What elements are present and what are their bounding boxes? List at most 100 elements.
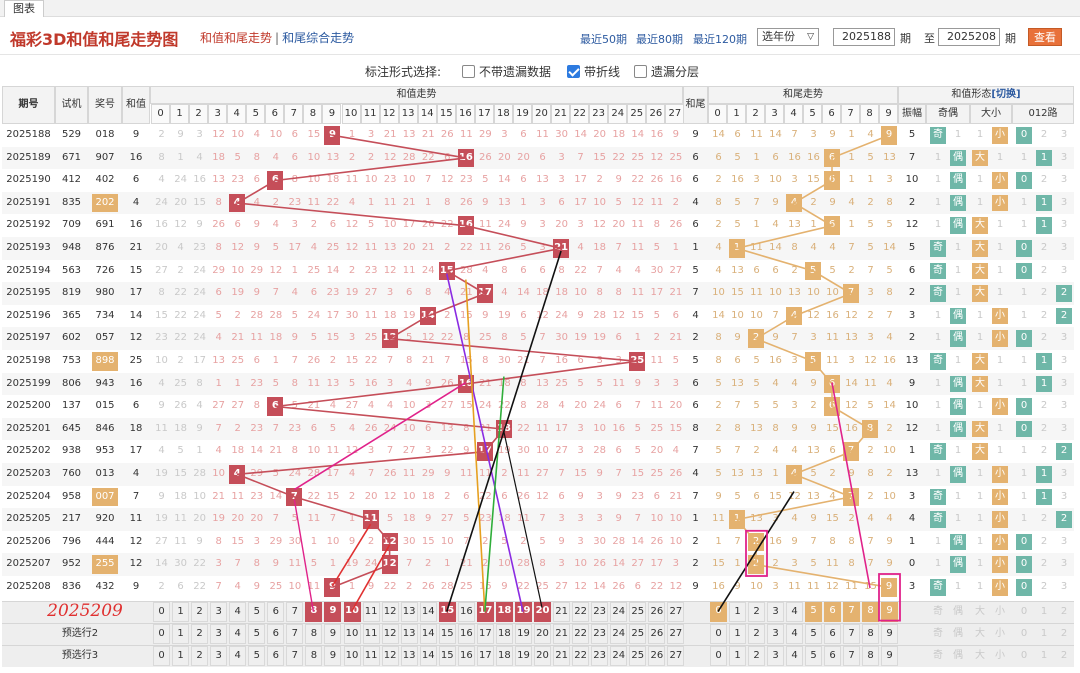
- pred-tail-box[interactable]: 3: [767, 645, 784, 666]
- pred-sum-box[interactable]: 16: [457, 645, 475, 666]
- pred-sum-box[interactable]: 20: [534, 623, 552, 644]
- pred-sum-box[interactable]: 18: [495, 645, 513, 666]
- pred-form-cell[interactable]: 1: [1040, 605, 1048, 617]
- checkbox-no-miss[interactable]: [462, 65, 475, 78]
- pred-form-cell[interactable]: 偶: [953, 627, 963, 639]
- pred-form-cell[interactable]: 1: [1040, 649, 1048, 661]
- pred-sum-box[interactable]: 7: [286, 623, 304, 644]
- pred-tail-marked[interactable]: 0: [710, 601, 727, 622]
- pred-sum-box[interactable]: 21: [553, 601, 571, 622]
- pred-form-cell[interactable]: 小: [995, 605, 1005, 617]
- pred-tail-box[interactable]: 2: [748, 645, 765, 666]
- pred-sum-box[interactable]: 0: [153, 601, 171, 622]
- pred-sum-box[interactable]: 16: [457, 623, 475, 644]
- pred-tail-marked[interactable]: 6: [824, 601, 841, 622]
- pred-form-cell[interactable]: 大: [975, 627, 985, 639]
- pred-form-cell[interactable]: 0: [1020, 605, 1028, 617]
- pred-tail-box[interactable]: 3: [767, 623, 784, 644]
- pred-sum-box[interactable]: 11: [362, 645, 380, 666]
- pred-sum-box[interactable]: 22: [572, 645, 590, 666]
- pred-tail-box[interactable]: 6: [824, 623, 841, 644]
- pred-tail-box[interactable]: 1: [729, 623, 746, 644]
- pred-tail-box[interactable]: 1: [729, 601, 746, 622]
- pred-form-cell[interactable]: 小: [995, 649, 1005, 661]
- pred-tail-box[interactable]: 8: [862, 645, 879, 666]
- pred-sum-marked[interactable]: 15: [438, 601, 456, 622]
- pred-tail-box[interactable]: 6: [824, 645, 841, 666]
- pred-sum-box[interactable]: 10: [343, 623, 361, 644]
- pred-tail-box[interactable]: 2: [748, 623, 765, 644]
- pred-sum-box[interactable]: 15: [438, 645, 456, 666]
- pred-form-cell[interactable]: 大: [975, 605, 985, 617]
- pred-form-cell[interactable]: 奇: [933, 649, 943, 661]
- option-no-miss[interactable]: 不带遗漏数据: [462, 63, 551, 80]
- pred-form-cell[interactable]: 偶: [953, 649, 963, 661]
- pred-tail-marked[interactable]: 5: [805, 601, 822, 622]
- pred-sum-box[interactable]: 26: [648, 601, 666, 622]
- pred-sum-box[interactable]: 0: [153, 623, 171, 644]
- pred-sum-box[interactable]: 20: [534, 645, 552, 666]
- pred-tail-box[interactable]: 9: [881, 645, 898, 666]
- pred-tail-marked[interactable]: 7: [843, 601, 860, 622]
- pred-sum-box[interactable]: 16: [457, 601, 475, 622]
- pred-sum-box[interactable]: 19: [514, 623, 532, 644]
- year-select[interactable]: 选年份▽: [757, 28, 819, 46]
- pred-sum-box[interactable]: 13: [400, 645, 418, 666]
- query-button[interactable]: 查看: [1028, 28, 1062, 46]
- pred-sum-box[interactable]: 4: [229, 623, 247, 644]
- pred-tail-box[interactable]: 7: [843, 623, 860, 644]
- pred-form-cell[interactable]: 偶: [953, 605, 963, 617]
- pred-sum-box[interactable]: 7: [286, 601, 304, 622]
- option-miss-layer[interactable]: 遗漏分层: [634, 63, 699, 80]
- pred-sum-marked[interactable]: 19: [514, 601, 532, 622]
- pred-form-cell[interactable]: 0: [1020, 627, 1028, 639]
- pred-sum-box[interactable]: 24: [610, 623, 628, 644]
- pred-sum-box[interactable]: 14: [419, 623, 437, 644]
- pred-sum-box[interactable]: 23: [591, 623, 609, 644]
- pred-sum-box[interactable]: 25: [629, 623, 647, 644]
- pred-sum-box[interactable]: 12: [381, 645, 399, 666]
- pred-sum-box[interactable]: 9: [324, 623, 342, 644]
- pred-sum-box[interactable]: 23: [591, 601, 609, 622]
- checkbox-miss-layer[interactable]: [634, 65, 647, 78]
- pred-sum-box[interactable]: 22: [572, 623, 590, 644]
- pred-form-cell[interactable]: 2: [1060, 649, 1068, 661]
- pred-sum-marked[interactable]: 10: [343, 601, 361, 622]
- pred-sum-box[interactable]: 1: [172, 623, 190, 644]
- pred-sum-box[interactable]: 14: [419, 645, 437, 666]
- pred-sum-marked[interactable]: 8: [305, 601, 323, 622]
- option-with-line[interactable]: 带折线: [567, 63, 620, 80]
- pred-sum-box[interactable]: 12: [381, 601, 399, 622]
- pred-sum-box[interactable]: 5: [248, 601, 266, 622]
- pred-sum-box[interactable]: 24: [610, 601, 628, 622]
- pred-form-cell[interactable]: 奇: [933, 627, 943, 639]
- pred-sum-box[interactable]: 6: [267, 645, 285, 666]
- pred-sum-marked[interactable]: 17: [476, 601, 494, 622]
- pred-sum-box[interactable]: 12: [381, 623, 399, 644]
- pred-sum-box[interactable]: 5: [248, 623, 266, 644]
- pred-sum-box[interactable]: 5: [248, 645, 266, 666]
- pred-tail-box[interactable]: 9: [881, 623, 898, 644]
- pred-sum-box[interactable]: 4: [229, 645, 247, 666]
- pred-sum-box[interactable]: 7: [286, 645, 304, 666]
- link-tail-combined-trend[interactable]: 和尾综合走势: [282, 31, 355, 45]
- pred-tail-box[interactable]: 4: [786, 623, 803, 644]
- pred-sum-box[interactable]: 21: [553, 623, 571, 644]
- link-recent-120[interactable]: 最近120期: [693, 33, 747, 46]
- pred-tail-box[interactable]: 0: [710, 645, 727, 666]
- to-period-input[interactable]: 2025208: [938, 28, 1000, 46]
- pred-tail-box[interactable]: 2: [748, 601, 765, 622]
- pred-sum-box[interactable]: 27: [667, 623, 685, 644]
- pred-sum-box[interactable]: 3: [210, 623, 228, 644]
- pred-sum-box[interactable]: 21: [553, 645, 571, 666]
- pred-sum-box[interactable]: 25: [629, 601, 647, 622]
- pred-sum-marked[interactable]: 20: [534, 601, 552, 622]
- pred-form-cell[interactable]: 2: [1060, 627, 1068, 639]
- pred-sum-box[interactable]: 15: [438, 623, 456, 644]
- pred-sum-box[interactable]: 24: [610, 645, 628, 666]
- pred-sum-marked[interactable]: 18: [495, 601, 513, 622]
- pred-form-cell[interactable]: 0: [1020, 649, 1028, 661]
- from-period-input[interactable]: 2025188: [833, 28, 895, 46]
- pred-sum-box[interactable]: 8: [305, 645, 323, 666]
- pred-sum-box[interactable]: 6: [267, 601, 285, 622]
